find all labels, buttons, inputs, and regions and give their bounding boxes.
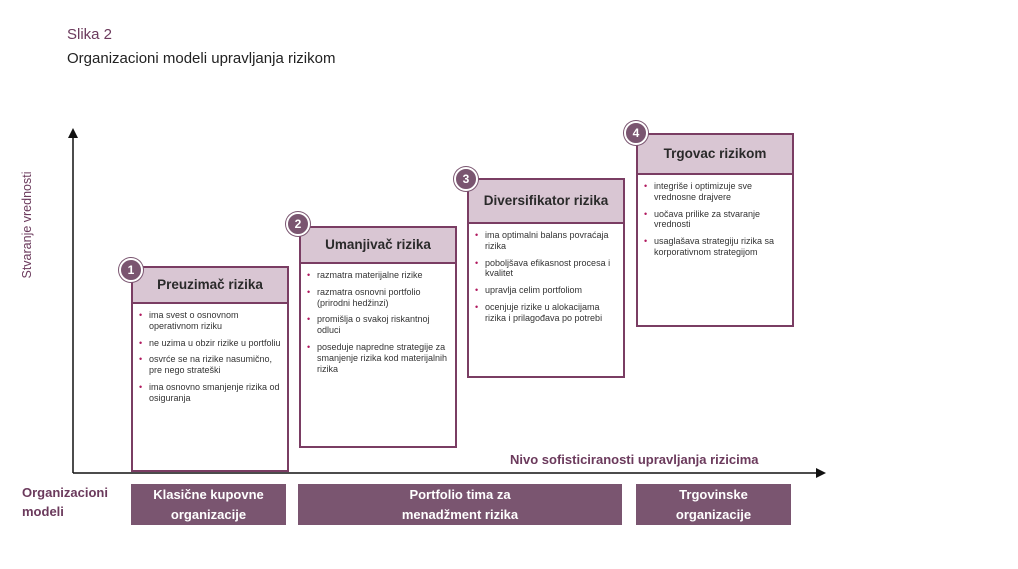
x-axis-arrow [816, 468, 826, 478]
org-model-trading: Trgovinske organizacije [636, 484, 791, 525]
stage-1-bullet: ne uzima u obzir rizike u portfoliu [139, 338, 283, 349]
figure-title: Organizacioni modeli upravljanja rizikom [67, 50, 336, 67]
stage-3-bullet: ima optimalni balans povraćaja rizika [475, 230, 619, 252]
stage-4-bullet: integriše i optimizuje sve vrednosne dra… [644, 181, 788, 203]
x-axis-label: Nivo sofisticiranosti upravljanja rizici… [510, 452, 759, 467]
stage-3-bullet: ocenjuje rizike u alokacijama rizika i p… [475, 302, 619, 324]
y-axis-label: Stvaranje vrednosti [20, 171, 34, 279]
stage-1-title: Preuzimač rizika [133, 268, 287, 304]
stage-2-title: Umanjivač rizika [301, 228, 455, 264]
stage-2-number-badge: 2 [286, 212, 310, 236]
org-model-portfolio: Portfolio tima za menadžment rizika [298, 484, 622, 525]
stage-2-bullets: razmatra materijalne rizike razmatra osn… [301, 264, 455, 384]
stage-3-box: Diversifikator rizika ima optimalni bala… [467, 178, 625, 378]
stage-2-box: Umanjivač rizika razmatra materijalne ri… [299, 226, 457, 448]
stage-2-bullet: poseduje napredne strategije za smanjenj… [307, 342, 451, 374]
stage-1-bullets: ima svest o osnovnom operativnom riziku … [133, 304, 287, 414]
stage-3-bullets: ima optimalni balans povraćaja rizika po… [469, 224, 623, 334]
stage-1-number-badge: 1 [119, 258, 143, 282]
stage-2-bullet: razmatra materijalne rizike [307, 270, 451, 281]
org-model-classic: Klasične kupovne organizacije [131, 484, 286, 525]
figure-label: Slika 2 [67, 26, 113, 43]
stage-3-title: Diversifikator rizika [469, 180, 623, 224]
stage-4-bullets: integriše i optimizuje sve vrednosne dra… [638, 175, 792, 268]
y-axis-arrow [68, 128, 78, 138]
org-models-label: Organizacioni modeli [22, 485, 108, 519]
stage-1-bullet: ima svest o osnovnom operativnom riziku [139, 310, 283, 332]
stage-2-bullet: promišlja o svakoj riskantnoj odluci [307, 314, 451, 336]
stage-1-box: Preuzimač rizika ima svest o osnovnom op… [131, 266, 289, 472]
stage-4-bullet: usaglašava strategiju rizika sa korporat… [644, 236, 788, 258]
stage-4-box: Trgovac rizikom integriše i optimizuje s… [636, 133, 794, 327]
stage-3-number-badge: 3 [454, 167, 478, 191]
stage-2-bullet: razmatra osnovni portfolio (prirodni hed… [307, 287, 451, 309]
stage-4-title: Trgovac rizikom [638, 135, 792, 175]
stage-1-bullet: ima osnovno smanjenje rizika od osiguran… [139, 382, 283, 404]
stage-3-bullet: upravlja celim portfoliom [475, 285, 619, 296]
stage-3-bullet: poboljšava efikasnost procesa i kvalitet [475, 258, 619, 280]
stage-4-bullet: uočava prilike za stvaranje vrednosti [644, 209, 788, 231]
stage-4-number-badge: 4 [624, 121, 648, 145]
stage-1-bullet: osvrće se na rizike nasumično, pre nego … [139, 354, 283, 376]
